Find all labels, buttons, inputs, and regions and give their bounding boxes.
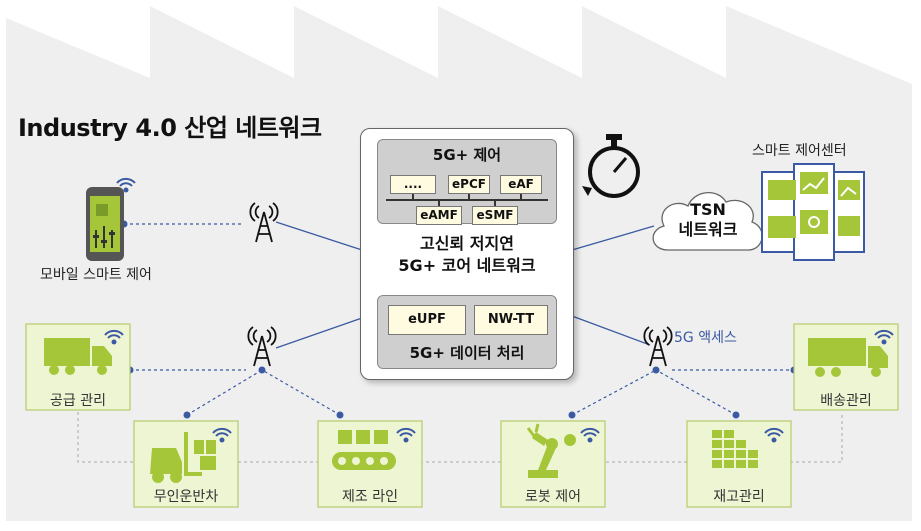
smartphone-icon bbox=[86, 187, 124, 261]
stopwatch-icon bbox=[582, 134, 640, 198]
antenna-icon bbox=[249, 202, 279, 243]
agv-label: 무인운반차 bbox=[153, 489, 219, 505]
core-link bbox=[571, 225, 655, 251]
supply-label: 공급 관리 bbox=[50, 393, 106, 409]
smart-control-center-icon bbox=[761, 163, 865, 261]
nf-eamf: eAMF bbox=[416, 206, 462, 225]
robot-arm-icon bbox=[526, 423, 576, 478]
user-plane-panel: eUPF NW-TT 5G+ 데이터 처리 bbox=[377, 295, 557, 369]
control-plane-title: 5G+ 제어 bbox=[432, 146, 502, 164]
manufacturing-label: 제조 라인 bbox=[342, 489, 398, 505]
nf-eaf: eAF bbox=[500, 175, 542, 194]
robot-box bbox=[500, 420, 606, 508]
forklift-icon bbox=[150, 432, 216, 483]
sbi-bus bbox=[386, 199, 548, 201]
nf-nwtt: NW-TT bbox=[474, 305, 548, 335]
core-name-line2: 5G+ 코어 네트워크 bbox=[398, 256, 536, 275]
device-bus bbox=[77, 412, 133, 463]
agv-link bbox=[186, 369, 263, 416]
core-link bbox=[275, 221, 363, 251]
core-network-name: 고신뢰 저지연 5G+ 코어 네트워크 bbox=[361, 233, 573, 277]
robot-label: 로봇 제어 bbox=[525, 489, 581, 505]
bus-tick bbox=[494, 200, 496, 206]
tsn-line1: TSN bbox=[690, 200, 726, 219]
nf-epcf: ePCF bbox=[448, 175, 490, 194]
device-bus-seg bbox=[790, 412, 843, 463]
nf-esmf: eSMF bbox=[472, 206, 518, 225]
inventory-boxes-icon bbox=[712, 430, 758, 468]
bus-tick bbox=[412, 194, 414, 200]
tsn-label: TSN 네트워크 bbox=[664, 200, 752, 240]
robot-link bbox=[571, 369, 657, 416]
nf-more: .... bbox=[390, 175, 436, 194]
antenna-icon bbox=[247, 326, 277, 367]
mobile-label: 모바일 스마트 제어 bbox=[40, 267, 152, 283]
core-name-line1: 고신뢰 저지연 bbox=[420, 234, 514, 253]
conveyor-icon bbox=[332, 430, 396, 470]
truck-icon bbox=[44, 338, 112, 375]
delivery-label: 배송관리 bbox=[820, 393, 872, 409]
wifi-icon bbox=[104, 177, 894, 443]
core-link bbox=[275, 317, 363, 349]
tsn-cloud bbox=[652, 192, 763, 251]
bus-tick bbox=[438, 200, 440, 206]
user-plane-title: 5G+ 데이터 처리 bbox=[409, 344, 525, 362]
nf-eupf: eUPF bbox=[388, 305, 466, 335]
inventory-label: 재고관리 bbox=[713, 489, 765, 505]
tsn-line2: 네트워크 bbox=[678, 220, 738, 239]
control-plane-panel: 5G+ 제어 .... ePCF eAF eAMF eSMF bbox=[377, 139, 557, 225]
core-link bbox=[571, 315, 651, 346]
core-network-box: 5G+ 제어 .... ePCF eAF eAMF eSMF 고신뢰 저지연 5… bbox=[360, 128, 574, 380]
smart-center-label: 스마트 제어센터 bbox=[752, 143, 847, 159]
antenna-icon bbox=[643, 326, 673, 367]
diagram-title: Industry 4.0 산업 네트워크 bbox=[18, 114, 322, 142]
access-label: 5G 액세스 bbox=[674, 330, 737, 346]
bus-tick bbox=[468, 194, 470, 200]
delivery-truck-icon bbox=[808, 338, 888, 377]
bus-tick bbox=[520, 194, 522, 200]
